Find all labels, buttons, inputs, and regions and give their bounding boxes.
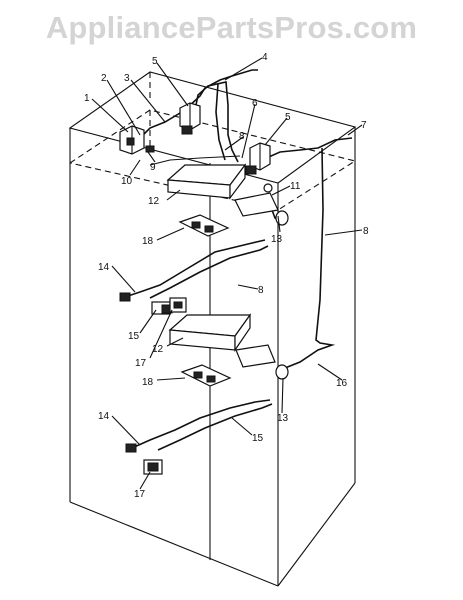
callout-13-upper: 13 (271, 234, 283, 245)
connector-17-lower (143, 459, 163, 475)
valve-5-right (245, 142, 271, 175)
callout-12-lower: 12 (152, 344, 164, 355)
callout-15-lower: 15 (252, 433, 264, 444)
callout-2: 2 (101, 73, 107, 84)
callout-18-lower: 18 (142, 377, 154, 388)
leader-lines (91, 57, 363, 490)
callout-14-lower: 14 (98, 411, 110, 422)
callout-18-upper: 18 (142, 236, 154, 247)
callout-labels: 1 2 3 5 4 6 5 7 8 9 10 11 12 13 8 18 14 … (84, 52, 369, 500)
watermark-logo: AppliancePartsPros.com (45, 10, 418, 45)
connector-9 (145, 145, 155, 153)
valve-5-left (179, 102, 201, 135)
callout-16: 16 (336, 378, 348, 389)
callout-8-right: 8 (363, 226, 369, 237)
ignitor-12-lower (168, 313, 252, 352)
callout-11: 11 (290, 181, 301, 192)
callout-10: 10 (121, 176, 133, 187)
callout-8-middle: 8 (258, 285, 264, 296)
callout-6: 6 (252, 98, 258, 109)
callout-5-right: 5 (285, 112, 291, 123)
burner-tube-lower (235, 344, 289, 380)
harness-14-lower (125, 399, 273, 453)
callout-14-upper: 14 (98, 262, 110, 273)
callout-5-left: 5 (152, 56, 158, 67)
callout-9: 9 (150, 162, 156, 173)
callout-17-lower: 17 (134, 489, 146, 500)
callout-15-upper: 15 (128, 331, 140, 342)
callout-12-upper: 12 (148, 196, 160, 207)
connector-17-upper (169, 297, 187, 313)
holder-18-lower (180, 364, 232, 387)
valve-1 (119, 125, 145, 155)
harness-14-upper (119, 239, 269, 302)
callout-3: 3 (124, 73, 130, 84)
connector-15-upper (151, 301, 173, 315)
holder-18-upper (178, 214, 230, 237)
callout-4: 4 (262, 52, 268, 63)
callout-1: 1 (84, 93, 90, 104)
callout-7: 7 (361, 120, 367, 131)
callout-17-upper: 17 (135, 358, 147, 369)
ignitor-12-upper (166, 163, 247, 200)
tubing-lines (139, 69, 353, 371)
callout-13-lower: 13 (277, 413, 289, 424)
burner-tube-11-upper (234, 183, 289, 226)
callout-8-top: 8 (239, 131, 245, 142)
